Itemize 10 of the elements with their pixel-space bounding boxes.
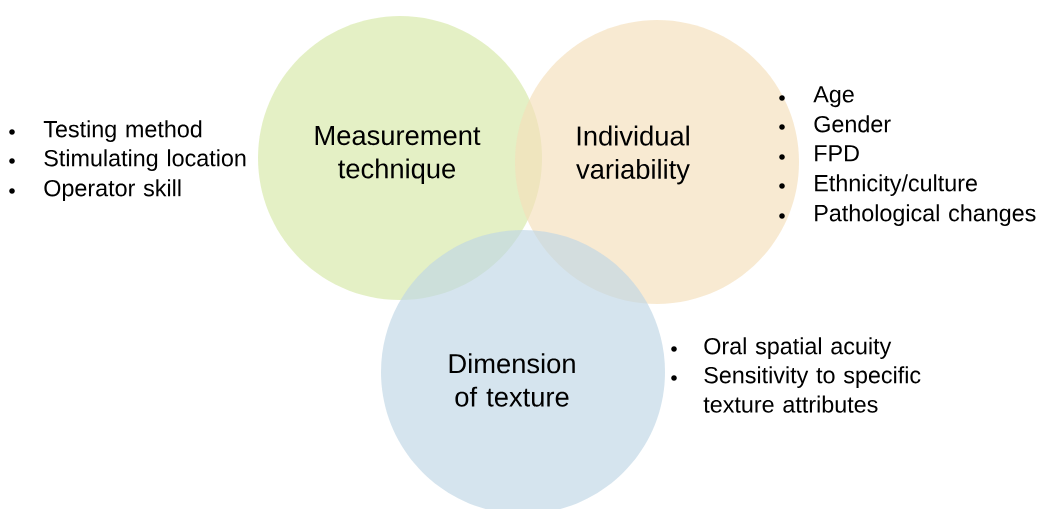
list-item: Ethnicity/culture	[815, 174, 977, 196]
list-item: Pathological changes	[815, 204, 1036, 226]
list-item: Oral spatial acuity	[704, 337, 892, 359]
list-item: Gender	[814, 115, 891, 133]
list-item: Sensitivity to specific texture attributes	[703, 366, 921, 413]
list-item: Age	[813, 86, 854, 108]
list-item: Testing method	[43, 120, 202, 142]
list-item: Stimulating location	[44, 149, 246, 171]
list-item: Operator skill	[44, 179, 181, 201]
list-item: FPD	[815, 145, 859, 162]
